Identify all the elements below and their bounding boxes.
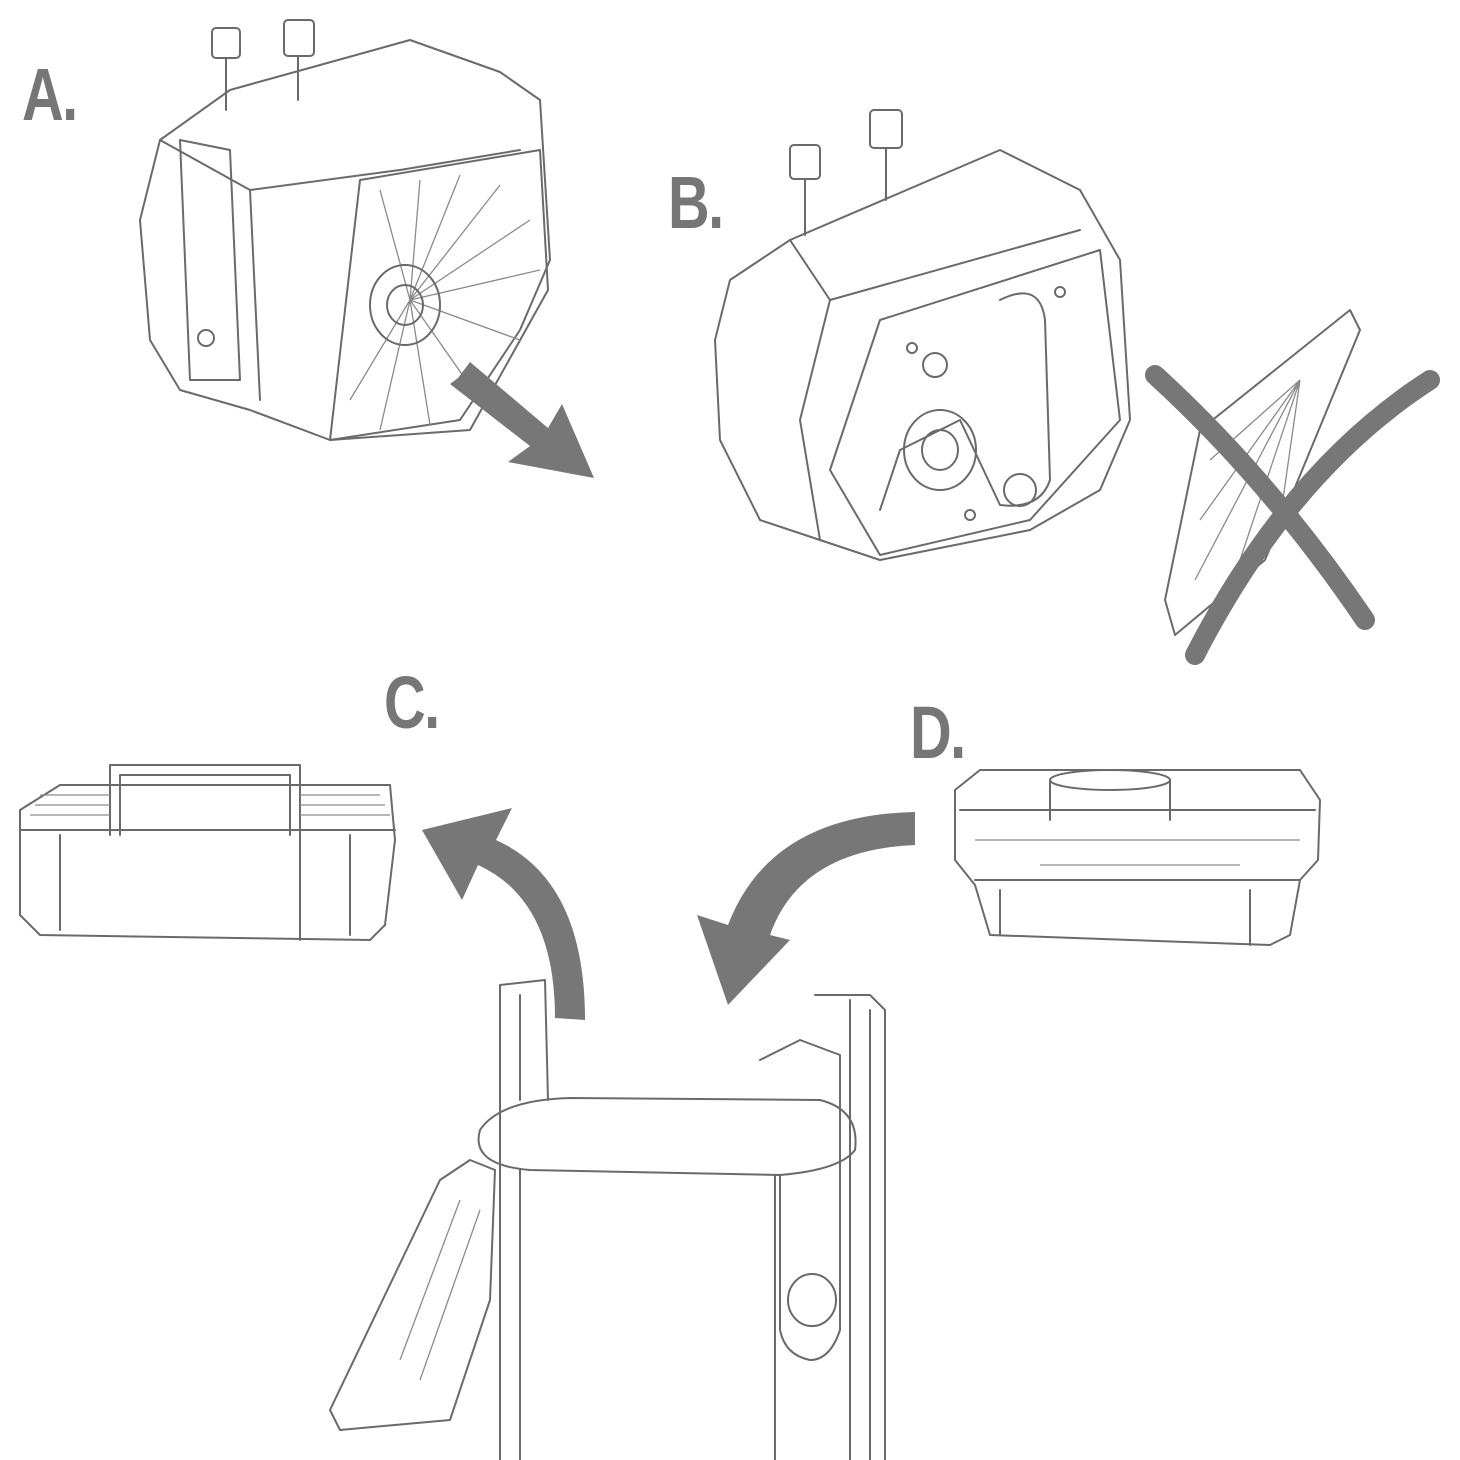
impeller-fins xyxy=(349,174,541,431)
pump-head-a xyxy=(139,19,551,441)
insert-arrow-d xyxy=(697,812,915,1005)
step-label-b: B. xyxy=(668,161,724,244)
step-label-d: D. xyxy=(910,691,966,774)
media-basket-d xyxy=(954,769,1321,946)
media-basket-c xyxy=(19,764,396,941)
cross-out-x-icon xyxy=(1145,365,1440,665)
lift-out-arrow-c xyxy=(422,808,585,1020)
remove-arrow-a xyxy=(450,362,594,478)
filter-canister xyxy=(329,979,886,1460)
step-label-c: C. xyxy=(384,661,440,744)
pump-head-b xyxy=(714,109,1131,561)
step-label-a: A. xyxy=(22,53,78,136)
